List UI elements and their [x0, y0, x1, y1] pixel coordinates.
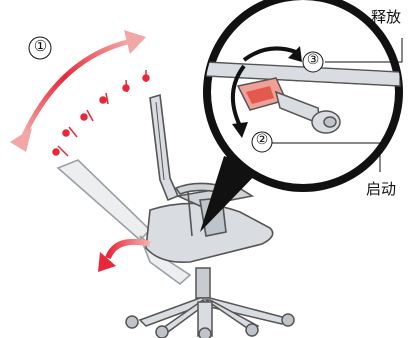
step-2-label: ②: [255, 132, 269, 148]
step-badges: [28, 36, 324, 153]
chair-backrest: [149, 93, 180, 202]
step-3-label: ③: [306, 52, 320, 68]
callout-cone: [200, 156, 262, 232]
lever-down-arrow: [230, 64, 248, 138]
release-label: 释放: [371, 8, 402, 26]
callout-leaders: [272, 38, 403, 172]
chair-base: [125, 267, 295, 338]
lever-icon: [236, 77, 341, 134]
recline-arc-arrow: [10, 30, 146, 152]
activate-label: 启动: [366, 180, 397, 198]
magnified-lever-inset: [203, 0, 403, 192]
chair-seat: [145, 182, 274, 264]
rotate-cw-arrow: [242, 46, 302, 62]
backrest-tilt-arrow: [52, 70, 150, 157]
step-1-label: ①: [33, 37, 48, 55]
rotate-ccw-arrow: [98, 238, 151, 272]
